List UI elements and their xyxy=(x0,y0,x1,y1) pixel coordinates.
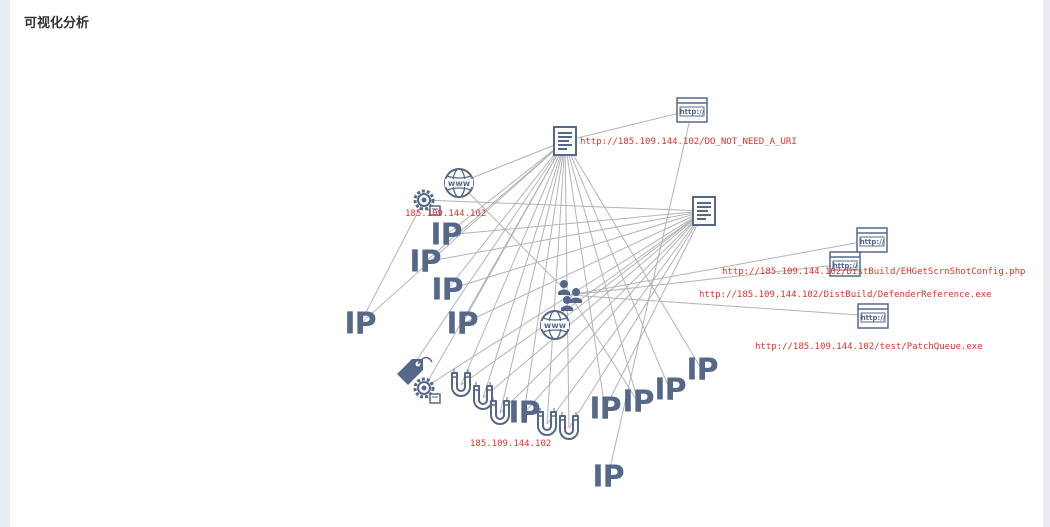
graph-edge xyxy=(458,182,571,296)
ip-icon: IP xyxy=(589,392,620,427)
url-label-ehgetscrnshotconfig: http://185.109.144.102/DistBuild/EHGetSc… xyxy=(722,267,1025,277)
graph-edge xyxy=(445,210,705,236)
magnet-icon xyxy=(451,368,471,397)
ip-label-top: 185.109.144.102 xyxy=(405,209,486,219)
ip-node-3[interactable]: IP xyxy=(431,273,463,308)
ip-icon: IP xyxy=(409,245,440,280)
magnet-node-1[interactable] xyxy=(451,368,471,397)
graph-edge xyxy=(523,140,566,414)
magnet-icon xyxy=(490,396,510,425)
process-node-2[interactable] xyxy=(413,377,442,405)
ip-icon: IP xyxy=(622,385,653,420)
graph-edge xyxy=(569,263,846,296)
graph-edge xyxy=(409,140,566,371)
ip-node-2[interactable]: IP xyxy=(409,245,441,280)
document-node-2[interactable] xyxy=(692,196,716,226)
graph-edge xyxy=(446,210,705,291)
graph-edge xyxy=(359,199,425,325)
ip-icon: IP xyxy=(592,460,623,495)
graph-edge xyxy=(569,210,705,296)
graph-edge xyxy=(546,140,566,425)
ip-node-5[interactable]: IP xyxy=(446,307,478,342)
graph-edge xyxy=(424,210,705,263)
ip-node-7[interactable]: IP xyxy=(589,392,621,427)
graph-edge xyxy=(359,140,566,325)
graph-edge xyxy=(460,140,566,386)
url-node-1[interactable] xyxy=(676,97,708,123)
graph-canvas[interactable]: http:// www xyxy=(10,0,1043,527)
graph-nodes: IP IP IP IP IP IP IP IP IP IP IP xyxy=(344,97,889,495)
visual-analysis-panel: 可视化分析 http:// xyxy=(10,0,1043,527)
ip-node-9[interactable]: IP xyxy=(654,373,686,408)
document-icon xyxy=(692,196,716,226)
graph-edge xyxy=(568,210,705,429)
ip-icon: IP xyxy=(431,273,462,308)
http-icon xyxy=(857,303,889,329)
ip-icon: IP xyxy=(508,396,539,431)
graph-edge xyxy=(482,140,566,399)
ip-node-4[interactable]: IP xyxy=(344,307,376,342)
ip-node-10[interactable]: IP xyxy=(686,353,718,388)
ip-node-1[interactable]: IP xyxy=(430,218,462,253)
url-node-4[interactable] xyxy=(857,303,889,329)
ip-icon: IP xyxy=(446,307,477,342)
graph-edge xyxy=(564,140,606,410)
ip-node-11[interactable]: IP xyxy=(592,460,624,495)
domain-node-2[interactable] xyxy=(540,310,570,340)
graph-edge xyxy=(482,210,705,399)
url-label-patchqueue: http://185.109.144.102/test/PatchQueue.e… xyxy=(755,342,983,352)
graph-edge xyxy=(569,294,639,403)
magnet-node-3[interactable] xyxy=(490,396,510,425)
graph-edge xyxy=(569,294,874,317)
graph-edge xyxy=(564,140,639,403)
ip-node-6[interactable]: IP xyxy=(508,396,540,431)
ip-icon: IP xyxy=(430,218,461,253)
graph-edge xyxy=(458,140,566,184)
panel-title: 可视化分析 xyxy=(24,16,90,31)
graph-labels: http://185.109.144.102/DO_NOT_NEED_A_URI… xyxy=(405,137,1025,449)
gear-icon xyxy=(413,377,442,405)
graph-edge xyxy=(569,239,873,296)
graph-edge xyxy=(499,210,705,414)
url-label-defenderreference: http://185.109.144.102/DistBuild/Defende… xyxy=(699,290,992,300)
graph-edge xyxy=(523,210,705,414)
graph-edge xyxy=(554,210,705,326)
graph-edge xyxy=(445,140,566,236)
ip-icon: IP xyxy=(344,307,375,342)
globe-www-icon xyxy=(540,310,570,340)
graph-edge xyxy=(461,210,705,325)
graph-edge xyxy=(546,210,705,425)
graph-edge xyxy=(460,210,705,386)
ip-label-bottom: 185.109.144.102 xyxy=(470,439,551,449)
http-icon xyxy=(856,227,888,253)
document-node-1[interactable] xyxy=(553,126,577,156)
graph-edge xyxy=(607,109,693,478)
domain-node-1[interactable] xyxy=(444,168,474,198)
ip-icon: IP xyxy=(654,373,685,408)
magnet-node-2[interactable] xyxy=(473,381,493,410)
http-icon xyxy=(676,97,708,123)
url-node-2[interactable] xyxy=(856,227,888,253)
ip-node-8[interactable]: IP xyxy=(622,385,654,420)
document-icon xyxy=(553,126,577,156)
graph-edge xyxy=(423,199,705,212)
url-label-do-not-need-a-uri: http://185.109.144.102/DO_NOT_NEED_A_URI xyxy=(580,137,797,147)
graph-edges xyxy=(359,109,874,478)
globe-www-icon xyxy=(444,168,474,198)
graph-edge xyxy=(564,109,693,142)
graph-edge xyxy=(423,140,566,389)
graph-edge xyxy=(423,294,571,389)
ip-icon: IP xyxy=(686,353,717,388)
magnet-icon xyxy=(473,381,493,410)
graph-edge xyxy=(499,140,566,414)
graph-edge xyxy=(446,140,566,291)
